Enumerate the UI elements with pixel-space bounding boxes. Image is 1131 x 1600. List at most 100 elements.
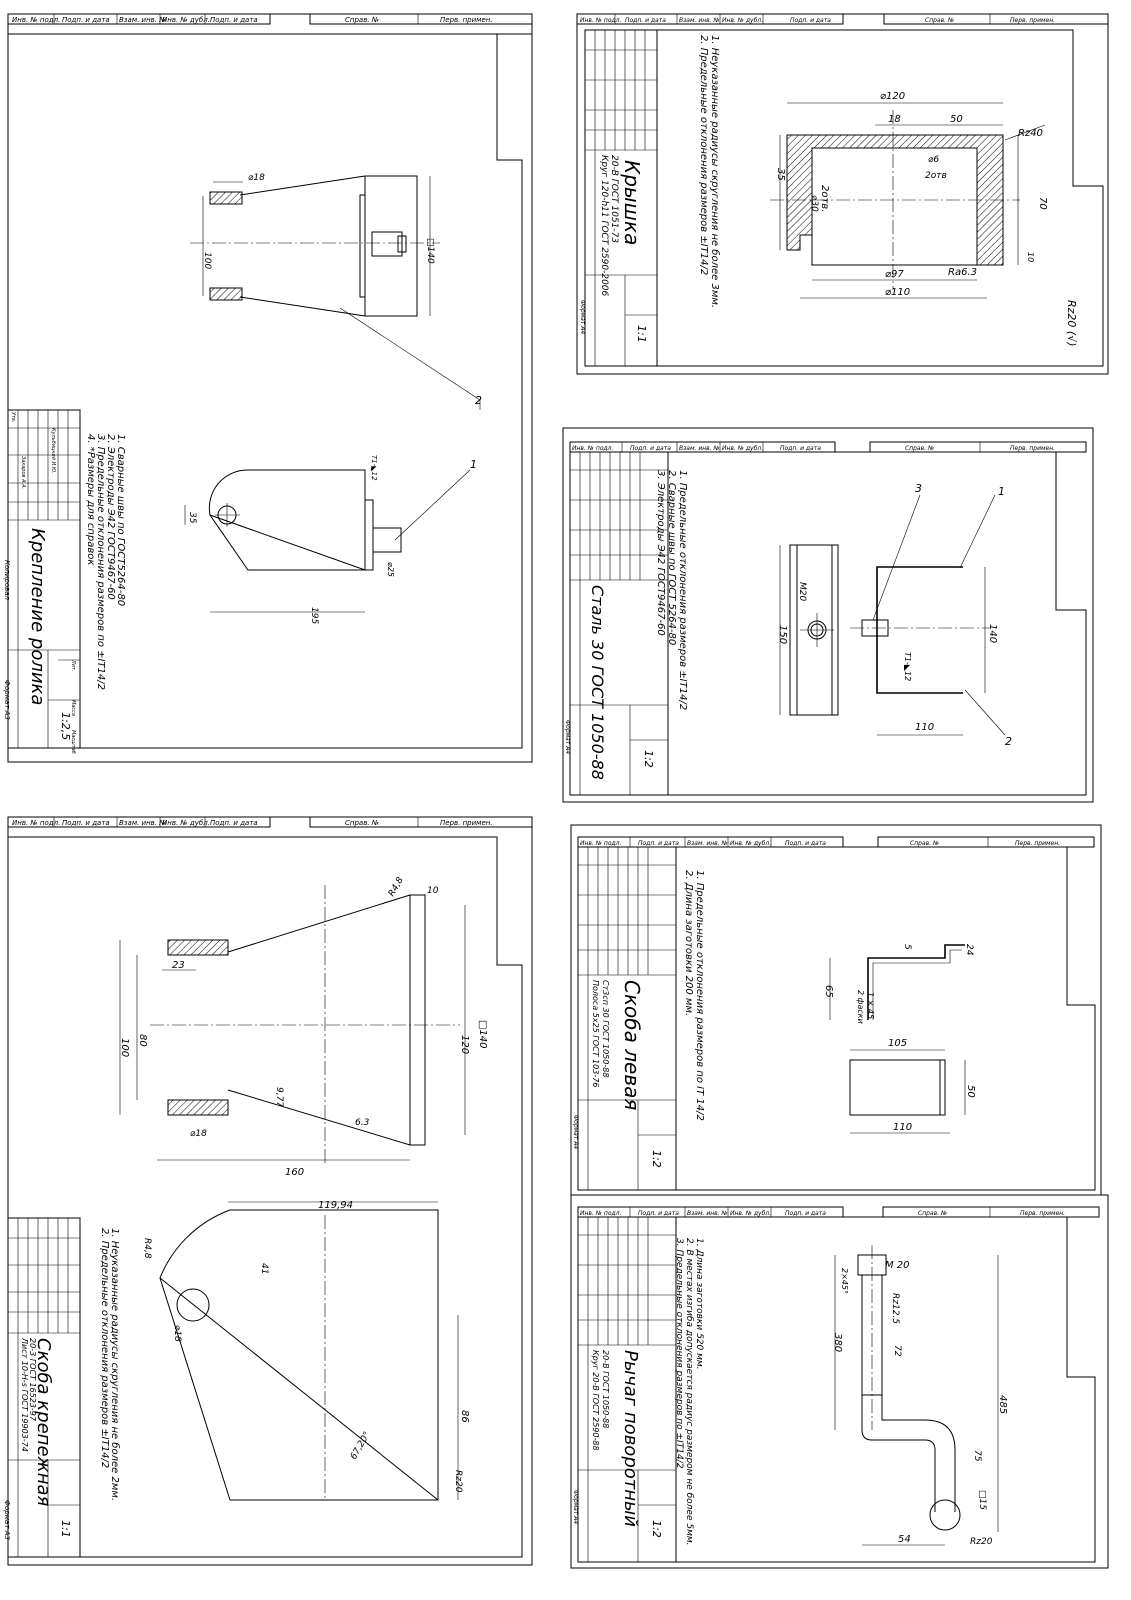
sheet-4: Инв. № подл. Подп. и дата Взам. инв. № И… bbox=[3, 816, 533, 1566]
svg-text:Справ. №: Справ. № bbox=[918, 1210, 947, 1217]
svg-text:Инв. № подл.: Инв. № подл. bbox=[580, 840, 621, 847]
svg-text:R4,8: R4,8 bbox=[387, 875, 406, 898]
svg-text:1:1: 1:1 bbox=[59, 1520, 72, 1538]
svg-text:Перв. примен.: Перв. примен. bbox=[1020, 1210, 1065, 1217]
svg-text:50: 50 bbox=[965, 1085, 976, 1098]
svg-text:100: 100 bbox=[119, 1038, 130, 1057]
svg-text:Инв. № дубл.: Инв. № дубл. bbox=[722, 17, 763, 24]
svg-text:1. Предельные отклонения разме: 1. Предельные отклонения размеров по IT … bbox=[694, 870, 705, 1121]
s1-leader-2: 2 bbox=[475, 394, 482, 407]
s2-rz40: Rz40 bbox=[1018, 128, 1043, 139]
svg-text:3. Предельные отклонения разме: 3. Предельные отклонения размеров по ±IT… bbox=[674, 1238, 684, 1469]
svg-text:Подп. и дата: Подп. и дата bbox=[638, 1210, 679, 1217]
svg-text:1 × 45: 1 × 45 bbox=[866, 992, 875, 1019]
svg-text:Захаров А.А.: Захаров А.А. bbox=[20, 456, 26, 489]
s1-title-block: Крепление ролика 1:2,5 Утв. Захаров А.А.… bbox=[7, 409, 81, 754]
svg-text:140: 140 bbox=[987, 624, 998, 643]
svg-text:⌀18: ⌀18 bbox=[190, 1129, 207, 1139]
label-sprav: Справ. № bbox=[345, 16, 379, 24]
s4-title: Скоба крепежная bbox=[33, 1338, 54, 1507]
svg-text:18: 18 bbox=[888, 114, 901, 125]
svg-text:2. Электроды Э42 ГОСТ9467-60: 2. Электроды Э42 ГОСТ9467-60 bbox=[105, 434, 116, 600]
s6-title: Рычаг поворотный bbox=[620, 1350, 641, 1527]
s2-dim-d120: ⌀120 bbox=[880, 91, 905, 102]
svg-text:Лит.: Лит. bbox=[70, 659, 76, 672]
svg-text:20-3 ГОСТ 16523-97: 20-3 ГОСТ 16523-97 bbox=[28, 1338, 37, 1422]
s1-kopiroval: Копировал bbox=[3, 560, 11, 601]
sheet-1-frame bbox=[7, 13, 533, 763]
svg-text:160: 160 bbox=[285, 1167, 304, 1178]
svg-text:86: 86 bbox=[459, 1410, 470, 1423]
svg-text:Подп. и дата: Подп. и дата bbox=[785, 840, 826, 847]
s4-title-block: Скоба крепежная Лист 10-Н-s ГОСТ 19903-7… bbox=[7, 1217, 81, 1558]
svg-text:485: 485 bbox=[997, 1395, 1008, 1414]
svg-text:T1-◣12: T1-◣12 bbox=[903, 652, 912, 681]
svg-text:Подп. и дата: Подп. и дата bbox=[638, 840, 679, 847]
svg-text:Инв. № подл.: Инв. № подл. bbox=[580, 1210, 621, 1217]
svg-text:Перв. примен.: Перв. примен. bbox=[440, 819, 493, 827]
svg-text:Инв. № дубл.: Инв. № дубл. bbox=[162, 819, 210, 827]
sheet-5: Инв. № подл. Подп. и дата Взам. инв. № И… bbox=[570, 824, 1102, 1196]
svg-text:Формат А3: Формат А3 bbox=[3, 1500, 11, 1540]
svg-text:1:2: 1:2 bbox=[650, 1520, 663, 1538]
svg-text:Ra6.3: Ra6.3 bbox=[948, 267, 977, 278]
s1-format: Формат А3 bbox=[3, 680, 11, 720]
sheet-6: Инв. № подл. Подп. и дата Взам. инв. № И… bbox=[570, 1194, 1109, 1569]
label-podp-data: Подп. и дата bbox=[62, 16, 110, 24]
s4-side-view: 119,94 R4,8 41 ⌀18 86 67,20° Rz20 bbox=[142, 1200, 470, 1501]
s5-title-block: Скоба левая Полоса 5х25 ГОСТ 103-76 Ст3с… bbox=[577, 846, 677, 1191]
svg-text:Rz20: Rz20 bbox=[453, 1470, 463, 1493]
s4-top-view: 100 80 23 120 □140 R4,8 10 9,77 6.3 ⌀18 … bbox=[119, 875, 488, 1178]
svg-text:6.3: 6.3 bbox=[355, 1118, 370, 1128]
svg-text:2. Предельные отклонения разме: 2. Предельные отклонения размеров ±IT14/… bbox=[99, 1228, 110, 1468]
svg-text:⌀6: ⌀6 bbox=[928, 155, 939, 165]
s6-title-block: Рычаг поворотный Круг 20-В ГОСТ 2590-88 … bbox=[577, 1216, 677, 1563]
svg-text:Полоса 5х25 ГОСТ 103-76: Полоса 5х25 ГОСТ 103-76 bbox=[591, 980, 600, 1087]
s2-title-block: Крышка Круг 120-h11 ГОСТ 2590-2006 20-В … bbox=[584, 29, 658, 367]
s1-weld: T1-◣12 bbox=[370, 455, 378, 481]
s1-dim-195: 195 bbox=[309, 607, 319, 624]
svg-text:1:2: 1:2 bbox=[642, 750, 655, 768]
svg-text:Инв. № дубл.: Инв. № дубл. bbox=[730, 1210, 771, 1217]
s1-dim-35: 35 bbox=[187, 512, 197, 524]
svg-text:24: 24 bbox=[964, 944, 974, 956]
svg-text:Инв. № дубл.: Инв. № дубл. bbox=[722, 445, 763, 452]
svg-text:Кульбицкий И.Ю.: Кульбицкий И.Ю. bbox=[50, 428, 56, 474]
svg-text:Лист 10-Н-s ГОСТ 19903-74: Лист 10-Н-s ГОСТ 19903-74 bbox=[20, 1337, 29, 1452]
svg-text:20-В ГОСТ 1050-88: 20-В ГОСТ 1050-88 bbox=[601, 1350, 610, 1428]
svg-text:Справ. №: Справ. № bbox=[345, 819, 379, 827]
s5-notes: 1. Предельные отклонения размеров по IT … bbox=[683, 870, 705, 1121]
svg-text:1. Длина заготовки 520 мм.: 1. Длина заготовки 520 мм. bbox=[694, 1238, 704, 1370]
svg-text:110: 110 bbox=[915, 722, 934, 733]
svg-text:10: 10 bbox=[427, 886, 439, 896]
svg-text:5: 5 bbox=[902, 944, 912, 950]
svg-text:1:2: 1:2 bbox=[650, 1150, 663, 1168]
svg-text:Подп. и дата: Подп. и дата bbox=[630, 445, 671, 452]
svg-text:Подп. и дата: Подп. и дата bbox=[62, 819, 110, 827]
svg-text:2. Длина заготовки 200 мм.: 2. Длина заготовки 200 мм. bbox=[683, 870, 694, 1016]
s1-dim-sq140: □140 bbox=[425, 238, 435, 264]
s3-title: Сталь 30 ГОСТ 1050-88 bbox=[588, 585, 607, 780]
svg-text:1:1: 1:1 bbox=[635, 325, 648, 343]
svg-text:150: 150 bbox=[777, 625, 788, 644]
svg-text:⌀110: ⌀110 bbox=[885, 287, 910, 298]
s3-title-block: Сталь 30 ГОСТ 1050-88 1:2 bbox=[569, 451, 669, 796]
svg-text:Инв. № дубл.: Инв. № дубл. bbox=[730, 840, 771, 847]
sheet-2: Инв. № подл. Подп. и дата Взам. инв. № И… bbox=[576, 13, 1109, 375]
svg-text:Подп. и дата: Подп. и дата bbox=[780, 445, 821, 452]
svg-text:Подп. и дата: Подп. и дата bbox=[625, 17, 666, 24]
sheet-4-frame bbox=[7, 816, 533, 1566]
svg-text:110: 110 bbox=[893, 1122, 912, 1133]
svg-text:1. Предельные отклонения разме: 1. Предельные отклонения размеров ±IT14/… bbox=[677, 470, 688, 710]
svg-text:105: 105 bbox=[888, 1038, 907, 1049]
svg-text:120: 120 bbox=[459, 1035, 470, 1054]
svg-text:□15: □15 bbox=[977, 1490, 987, 1510]
s1-dim-100: 100 bbox=[202, 252, 212, 269]
svg-text:Формат А4: Формат А4 bbox=[572, 1490, 579, 1524]
svg-text:80: 80 bbox=[137, 1034, 148, 1047]
svg-text:41: 41 bbox=[259, 1263, 269, 1274]
svg-text:Подп. и дата: Подп. и дата bbox=[785, 1210, 826, 1217]
svg-text:3. Электроды Э42 ГОСТ9467-60: 3. Электроды Э42 ГОСТ9467-60 bbox=[655, 470, 666, 636]
svg-text:Круг 120-h11 ГОСТ 2590-2006: Круг 120-h11 ГОСТ 2590-2006 bbox=[599, 155, 609, 297]
svg-text:2отв.: 2отв. bbox=[819, 185, 830, 212]
